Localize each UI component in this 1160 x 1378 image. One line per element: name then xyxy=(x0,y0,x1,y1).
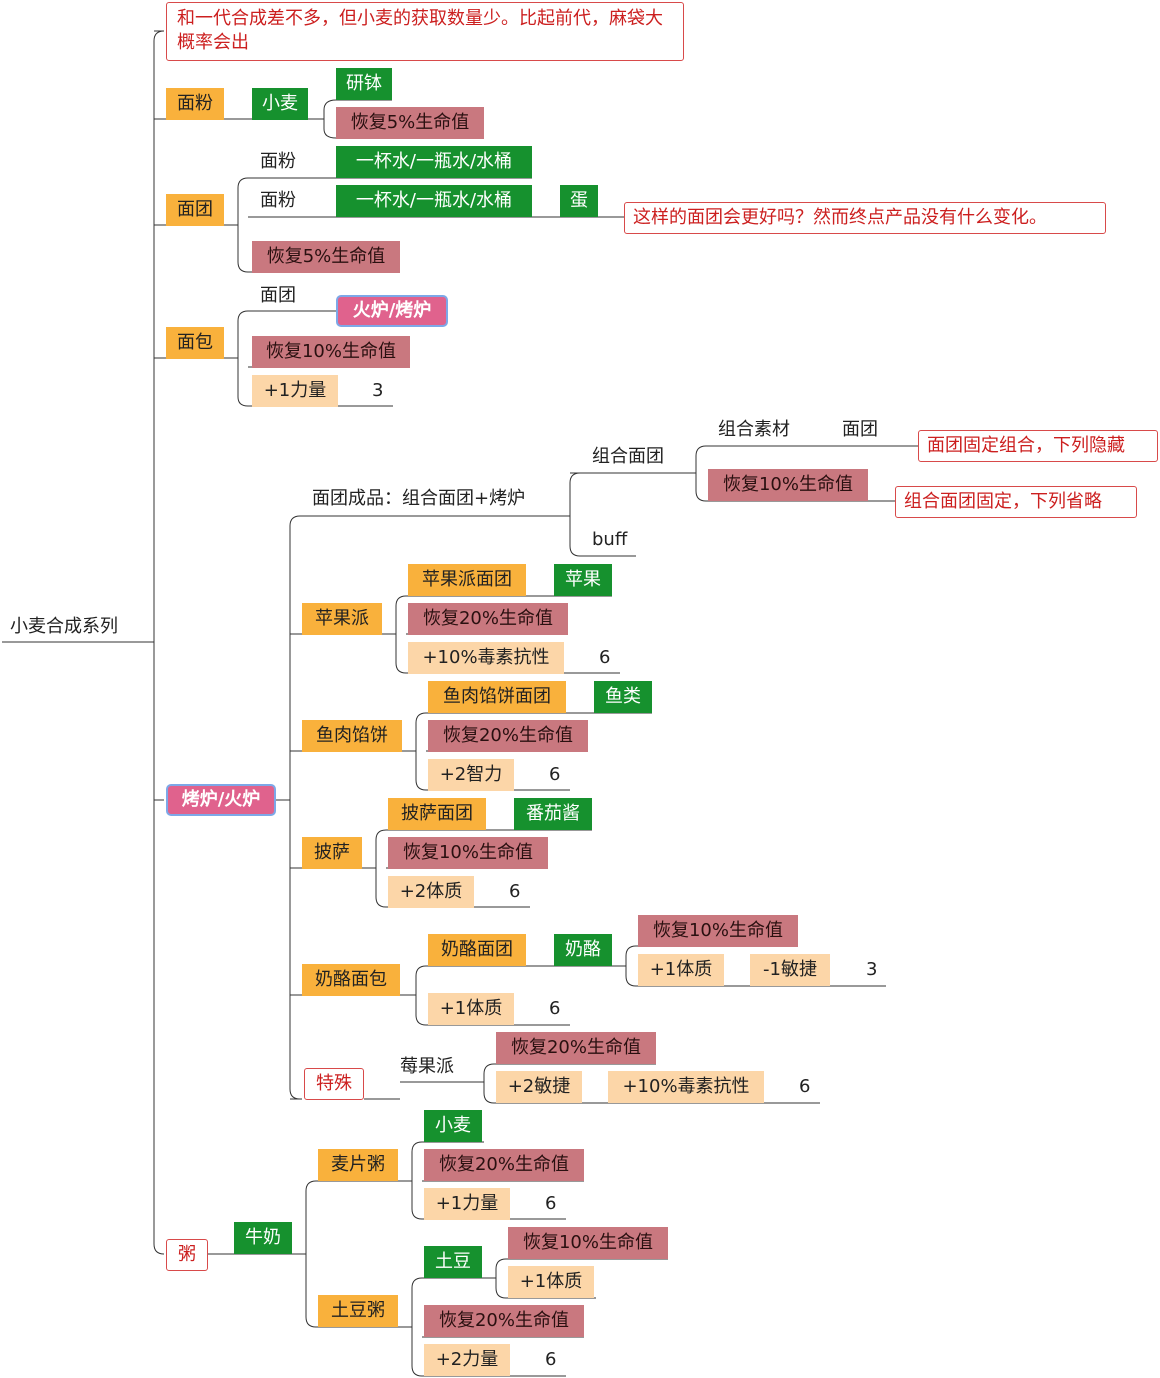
cheese-bread-node[interactable]: 奶酪面包 xyxy=(302,964,400,996)
dough-products-node[interactable]: 面团成品：组合面团+烤炉 xyxy=(312,488,526,509)
cheese-buff2-node[interactable]: -1敏捷 xyxy=(750,954,830,986)
note-combo-fixed[interactable]: 面团固定组合，下列隐藏 xyxy=(918,430,1158,462)
potato-porridge-node[interactable]: 土豆粥 xyxy=(318,1295,398,1327)
fish-pie-buff-node[interactable]: +2智力 xyxy=(428,759,514,791)
fish-pie-effect-node[interactable]: 恢复20%生命值 xyxy=(428,720,588,752)
fish-node[interactable]: 鱼类 xyxy=(594,681,652,713)
milk-node[interactable]: 牛奶 xyxy=(234,1222,292,1254)
bread-dough-node[interactable]: 面团 xyxy=(260,285,296,306)
combo-dough-node[interactable]: 组合面团 xyxy=(592,446,664,467)
pizza-buff-node[interactable]: +2体质 xyxy=(388,876,474,908)
apple-pie-buff-node[interactable]: +10%毒素抗性 xyxy=(408,642,564,674)
dough-node[interactable]: 面团 xyxy=(166,194,224,226)
flour-effect-node[interactable]: 恢复5%生命值 xyxy=(336,107,484,139)
dough-egg-node[interactable]: 蛋 xyxy=(560,185,598,217)
oven-branch-node[interactable]: 烤炉/火炉 xyxy=(166,784,276,816)
bread-duration: 3 xyxy=(372,380,384,401)
cheese-effect-node[interactable]: 恢复10%生命值 xyxy=(638,915,798,947)
combo-effect-node[interactable]: 恢复10%生命值 xyxy=(708,469,868,501)
potato-ing-effect-node[interactable]: 恢复10%生命值 xyxy=(508,1227,668,1259)
bread-buff-node[interactable]: +1力量 xyxy=(252,375,338,407)
dough-flour1-node[interactable]: 面粉 xyxy=(260,151,296,172)
note-combo-omit[interactable]: 组合面团固定，下列省略 xyxy=(895,486,1137,518)
cheese-buff1-node[interactable]: +1体质 xyxy=(638,954,724,986)
potato-duration: 6 xyxy=(545,1349,557,1370)
cheese-dough-node[interactable]: 奶酪面团 xyxy=(428,934,526,966)
cheese-bread-duration: 6 xyxy=(549,998,561,1019)
pizza-dough-node[interactable]: 披萨面团 xyxy=(388,798,486,830)
oat-duration: 6 xyxy=(545,1193,557,1214)
pizza-effect-node[interactable]: 恢复10%生命值 xyxy=(388,837,548,869)
combo-material-node[interactable]: 组合素材 xyxy=(718,419,790,440)
apple-node[interactable]: 苹果 xyxy=(554,564,612,596)
dough-water1-node[interactable]: 一杯水/一瓶水/水桶 xyxy=(336,146,532,178)
pizza-node[interactable]: 披萨 xyxy=(302,837,362,869)
berry-pie-effect-node[interactable]: 恢复20%生命值 xyxy=(496,1032,656,1064)
oat-porridge-node[interactable]: 麦片粥 xyxy=(318,1149,398,1181)
dough-flour2-node[interactable]: 面粉 xyxy=(260,190,296,211)
fish-pie-node[interactable]: 鱼肉馅饼 xyxy=(302,720,402,752)
combo-dough-item-node[interactable]: 面团 xyxy=(842,419,878,440)
berry-pie-buff1-node[interactable]: +2敏捷 xyxy=(496,1071,582,1103)
cheese-node[interactable]: 奶酪 xyxy=(554,934,612,966)
fish-pie-dough-node[interactable]: 鱼肉馅饼面团 xyxy=(428,681,566,713)
note-dough[interactable]: 这样的面团会更好吗？然而终点产品没有什么变化。 xyxy=(624,202,1106,234)
potato-ing-buff-node[interactable]: +1体质 xyxy=(508,1266,594,1298)
fish-pie-duration: 6 xyxy=(549,764,561,785)
apple-pie-dough-node[interactable]: 苹果派面团 xyxy=(408,564,526,596)
dough-water2-node[interactable]: 一杯水/一瓶水/水桶 xyxy=(336,185,532,217)
bread-oven-node[interactable]: 火炉/烤炉 xyxy=(336,295,448,327)
bread-node[interactable]: 面包 xyxy=(166,327,224,359)
note-top[interactable]: 和一代合成差不多，但小麦的获取数量少。比起前代，麻袋大概率会出 xyxy=(166,2,684,61)
dough-effect-node[interactable]: 恢复5%生命值 xyxy=(252,241,400,273)
potato-node[interactable]: 土豆 xyxy=(424,1246,482,1278)
berry-pie-buff2-node[interactable]: +10%毒素抗性 xyxy=(608,1071,764,1103)
apple-pie-duration: 6 xyxy=(599,647,611,668)
pizza-duration: 6 xyxy=(509,881,521,902)
root-node[interactable]: 小麦合成系列 xyxy=(10,616,118,637)
flour-mortar-node[interactable]: 研钵 xyxy=(336,68,392,100)
berry-pie-duration: 6 xyxy=(799,1076,811,1097)
oat-buff-node[interactable]: +1力量 xyxy=(424,1188,510,1220)
berry-pie-node[interactable]: 莓果派 xyxy=(400,1056,454,1077)
flour-wheat-node[interactable]: 小麦 xyxy=(252,88,308,120)
buff-node[interactable]: buff xyxy=(592,529,628,550)
apple-pie-node[interactable]: 苹果派 xyxy=(302,603,382,635)
flour-node[interactable]: 面粉 xyxy=(166,88,224,120)
cheese-duration: 3 xyxy=(866,959,878,980)
potato-effect-node[interactable]: 恢复20%生命值 xyxy=(424,1305,584,1337)
bread-effect-node[interactable]: 恢复10%生命值 xyxy=(252,336,410,368)
oat-effect-node[interactable]: 恢复20%生命值 xyxy=(424,1149,584,1181)
apple-pie-effect-node[interactable]: 恢复20%生命值 xyxy=(408,603,568,635)
potato-buff-node[interactable]: +2力量 xyxy=(424,1344,510,1376)
special-node[interactable]: 特殊 xyxy=(304,1068,364,1100)
oat-wheat-node[interactable]: 小麦 xyxy=(424,1110,482,1142)
porridge-node[interactable]: 粥 xyxy=(166,1239,208,1271)
tomato-sauce-node[interactable]: 番茄酱 xyxy=(514,798,592,830)
cheese-bread-buff-node[interactable]: +1体质 xyxy=(428,993,514,1025)
